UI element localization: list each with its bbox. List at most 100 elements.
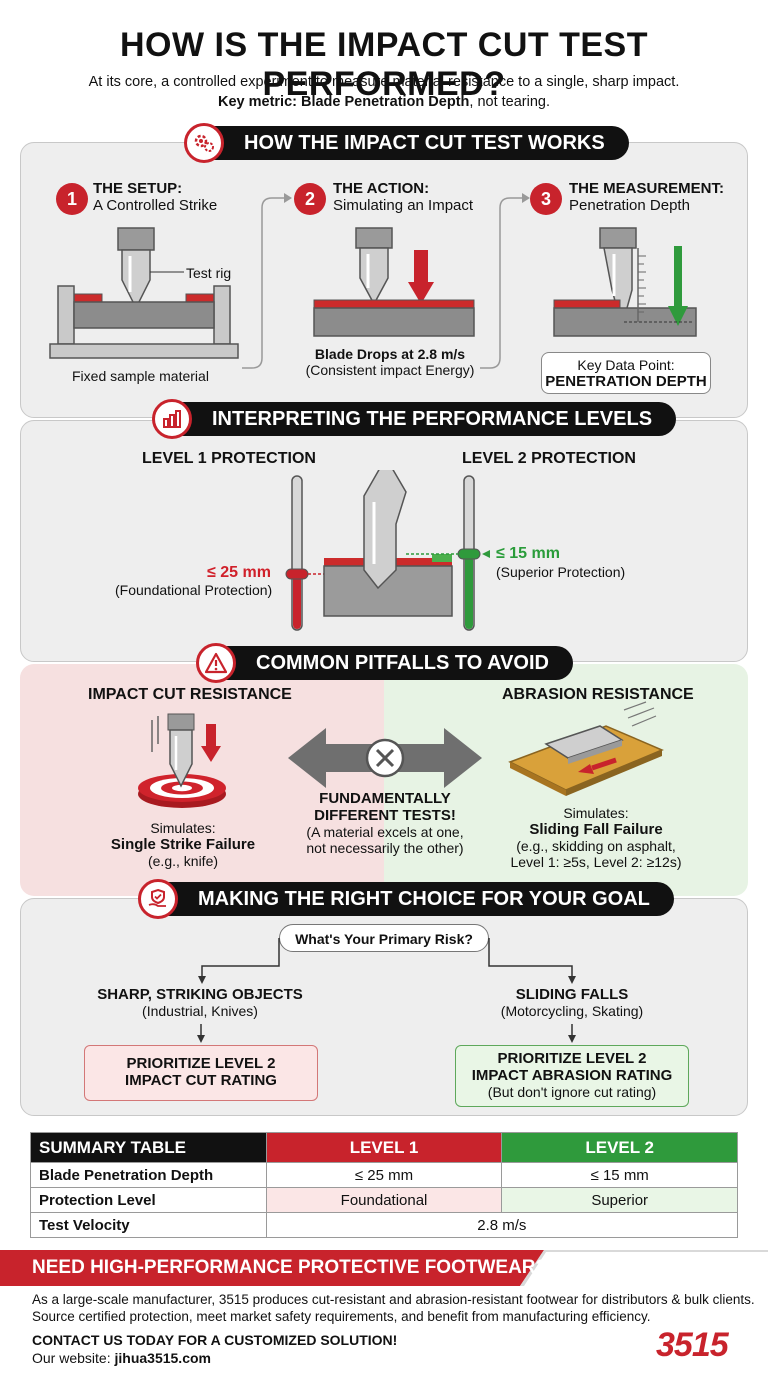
recommend-abrasion-box: PRIORITIZE LEVEL 2 IMPACT ABRASION RATIN…: [455, 1045, 689, 1107]
footer-body: As a large-scale manufacturer, 3515 prod…: [32, 1291, 762, 1325]
table-cell: Foundational: [265, 1187, 503, 1213]
fixed-sample-label: Fixed sample material: [72, 368, 209, 384]
sliding-risk-examples: (Motorcycling, Skating): [500, 1003, 644, 1019]
abrasion-simulates: Simulates:: [563, 805, 629, 821]
action-illustration: [313, 227, 475, 337]
section-choice-title: MAKING THE RIGHT CHOICE FOR YOUR GOAL: [142, 882, 674, 916]
level2-title: LEVEL 2 PROTECTION: [462, 450, 636, 467]
abrasion-title: ABRASION RESISTANCE: [502, 686, 694, 703]
measurement-illustration: [553, 227, 697, 337]
sliding-falls-risk: SLIDING FALLS (Motorcycling, Skating): [452, 986, 692, 1019]
summary-header-level2: LEVEL 2: [501, 1132, 738, 1163]
table-row: Test Velocity 2.8 m/s: [30, 1212, 739, 1238]
footer-body-line2: Source certified protection, meet market…: [32, 1309, 651, 1324]
recommend-impact-line2: IMPACT CUT RATING: [125, 1072, 277, 1089]
footer-banner-text: NEED HIGH-PERFORMANCE PROTECTIVE FOOTWEA…: [32, 1257, 548, 1278]
table-row: Protection Level Foundational Superior: [30, 1187, 738, 1213]
warning-icon: [196, 643, 236, 683]
step-3-text: THE MEASUREMENT: Penetration Depth: [569, 180, 724, 214]
setup-illustration: [49, 227, 239, 359]
different-line2: DIFFERENT TESTS!: [314, 807, 456, 824]
shield-hand-icon: [138, 879, 178, 919]
footer-website-line: Our website: jihua3515.com: [32, 1350, 211, 1366]
summary-table: SUMMARY TABLE LEVEL 1 LEVEL 2 Blade Pene…: [30, 1132, 739, 1238]
step-2-text: THE ACTION: Simulating an Impact: [333, 180, 473, 214]
consistent-energy-label: (Consistent impact Energy): [305, 362, 475, 378]
risk-branch-lines: [198, 938, 576, 984]
step-1-sub: A Controlled Strike: [93, 197, 218, 214]
subtitle-line1: At its core, a controlled experiment to …: [88, 74, 680, 90]
section-pitfalls-title: COMMON PITFALLS TO AVOID: [200, 646, 573, 680]
abrasion-failure: Sliding Fall Failure: [529, 821, 663, 838]
abrasion-example2: Level 1: ≥5s, Level 2: ≥12s): [510, 854, 682, 870]
recommend-arrows: [197, 1024, 576, 1043]
primary-risk-question: What's Your Primary Risk?: [279, 924, 489, 952]
footer-body-line1: As a large-scale manufacturer, 3515 prod…: [32, 1292, 755, 1307]
table-cell: ≤ 15 mm: [501, 1162, 738, 1188]
abrasion-desc: Simulates: Sliding Fall Failure (e.g., s…: [492, 805, 700, 870]
levels-illustration: [285, 470, 490, 631]
table-cell: 2.8 m/s: [265, 1212, 739, 1238]
brand-logo: 3515: [656, 1326, 729, 1364]
impact-failure: Single Strike Failure: [110, 836, 256, 853]
key-data-box: Key Data Point: PENETRATION DEPTH: [541, 352, 711, 394]
step-3-head: THE MEASUREMENT:: [569, 180, 725, 197]
level2-value: ≤ 15 mm: [496, 545, 560, 562]
footer-website-link[interactable]: jihua3515.com: [114, 1350, 211, 1366]
summary-header-level1: LEVEL 1: [265, 1132, 503, 1163]
step-3-number: 3: [530, 183, 562, 215]
key-data-label: Key Data Point:: [577, 357, 675, 373]
sliding-risk-title: SLIDING FALLS: [515, 986, 629, 1003]
step-2-head: THE ACTION:: [333, 180, 430, 197]
impact-simulates: Simulates:: [150, 820, 216, 836]
impact-cut-title: IMPACT CUT RESISTANCE: [88, 686, 292, 703]
section-how-it-works-title: HOW THE IMPACT CUT TEST WORKS: [188, 126, 629, 160]
footer-website-label: Our website:: [32, 1350, 115, 1366]
different-line3: (A material excels at one,: [306, 824, 464, 840]
sharp-risk-examples: (Industrial, Knives): [142, 1003, 258, 1019]
connector-arrow-1: [242, 193, 292, 369]
different-line1: FUNDAMENTALLY: [319, 790, 451, 807]
step-1-head: THE SETUP:: [93, 180, 183, 197]
recommend-abrasion-line1: PRIORITIZE LEVEL 2: [497, 1050, 647, 1067]
impact-example: (e.g., knife): [147, 853, 219, 869]
different-line4: not necessarily the other): [306, 840, 464, 856]
summary-header-row: SUMMARY TABLE LEVEL 1 LEVEL 2: [30, 1132, 738, 1163]
test-rig-label: Test rig: [186, 265, 232, 281]
sharp-objects-risk: SHARP, STRIKING OBJECTS (Industrial, Kni…: [80, 986, 320, 1019]
blade-drops-text: Blade Drops at 2.8 m/s (Consistent impac…: [290, 346, 490, 378]
key-data-value: PENETRATION DEPTH: [545, 373, 707, 390]
step-1-number: 1: [56, 183, 88, 215]
summary-header-label: SUMMARY TABLE: [30, 1132, 267, 1163]
level2-desc: (Superior Protection): [496, 564, 626, 580]
step-1-text: THE SETUP: A Controlled Strike: [93, 180, 217, 214]
recommend-abrasion-line2: IMPACT ABRASION RATING: [471, 1067, 673, 1084]
table-cell: Superior: [501, 1187, 738, 1213]
sliding-pad-icon: [508, 701, 664, 796]
level1-value: ≤ 25 mm: [207, 564, 271, 581]
table-cell: Test Velocity: [30, 1212, 267, 1238]
recommend-impact-box: PRIORITIZE LEVEL 2 IMPACT CUT RATING: [84, 1045, 318, 1101]
table-cell: Protection Level: [30, 1187, 267, 1213]
sharp-risk-title: SHARP, STRIKING OBJECTS: [97, 986, 303, 1003]
step-3-sub: Penetration Depth: [569, 197, 690, 214]
section-levels-title: INTERPRETING THE PERFORMANCE LEVELS: [156, 402, 677, 436]
table-row: Blade Penetration Depth ≤ 25 mm ≤ 15 mm: [30, 1162, 738, 1188]
different-tests-text: FUNDAMENTALLY DIFFERENT TESTS! (A materi…: [280, 790, 490, 856]
subtitle-line2: Key metric: Blade Penetration Depth, not…: [0, 92, 768, 112]
table-cell: Blade Penetration Depth: [30, 1162, 267, 1188]
page-subtitle: At its core, a controlled experiment to …: [0, 72, 768, 112]
connector-arrow-2: [480, 193, 530, 369]
recommend-impact-line1: PRIORITIZE LEVEL 2: [126, 1055, 276, 1072]
footer-cta: CONTACT US TODAY FOR A CUSTOMIZED SOLUTI…: [32, 1332, 398, 1348]
double-arrow-icon: [288, 728, 482, 788]
bar-chart-icon: [152, 399, 192, 439]
target-knife-icon: [138, 713, 226, 808]
abrasion-example1: (e.g., skidding on asphalt,: [516, 838, 676, 854]
step-2-number: 2: [294, 183, 326, 215]
subtitle-rest: , not tearing.: [469, 94, 550, 110]
level1-desc: (Foundational Protection): [115, 582, 273, 598]
page-title: HOW IS THE IMPACT CUT TEST PERFORMED?: [119, 26, 648, 103]
footer-banner-bg: [0, 1250, 768, 1286]
blade-drops-label: Blade Drops at 2.8 m/s: [314, 346, 466, 362]
